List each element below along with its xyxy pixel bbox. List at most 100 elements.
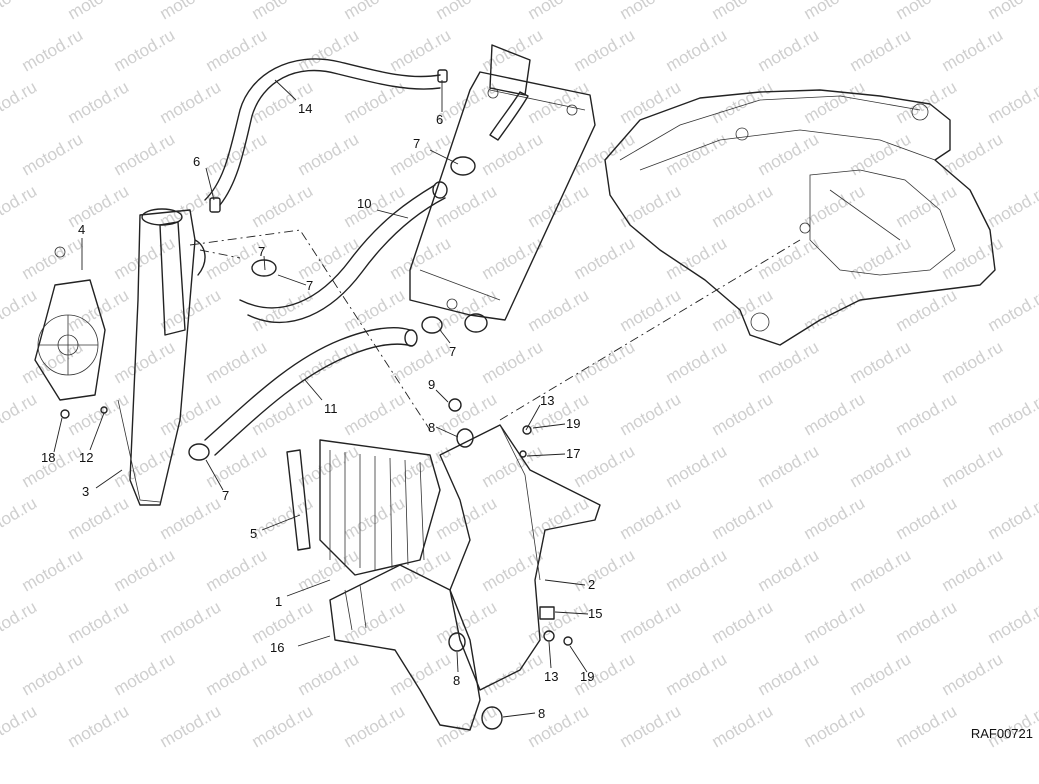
watermark-text: motod.ru — [847, 337, 915, 387]
watermark-text: motod.ru — [157, 493, 225, 543]
watermark-text: motod.ru — [663, 337, 731, 387]
watermark-text: motod.ru — [985, 389, 1039, 439]
callout-15: 15 — [588, 606, 602, 621]
callout-13b: 13 — [544, 669, 558, 684]
watermark-text: motod.ru — [19, 649, 87, 699]
watermark-text: motod.ru — [985, 0, 1039, 23]
watermark-text: motod.ru — [985, 597, 1039, 647]
watermark-text: motod.ru — [65, 597, 133, 647]
watermark-text: motod.ru — [893, 597, 961, 647]
watermark-text: motod.ru — [295, 545, 363, 595]
watermark-text: motod.ru — [893, 493, 961, 543]
watermark-text: motod.ru — [341, 77, 409, 127]
watermark-text: motod.ru — [0, 285, 40, 335]
watermark-text: motod.ru — [65, 285, 133, 335]
watermark-text: motod.ru — [801, 181, 869, 231]
watermark-text: motod.ru — [801, 0, 869, 23]
watermark-text: motod.ru — [433, 597, 501, 647]
watermark-text: motod.ru — [65, 493, 133, 543]
hose-14 — [205, 59, 440, 205]
callout-7d: 7 — [449, 344, 456, 359]
watermark-text: motod.ru — [525, 181, 593, 231]
callout-17: 17 — [566, 446, 580, 461]
watermark-text: motod.ru — [295, 25, 363, 75]
watermark-text: motod.ru — [709, 389, 777, 439]
watermark-text: motod.ru — [847, 545, 915, 595]
watermark-text: motod.ru — [801, 285, 869, 335]
watermark-text: motod.ru — [801, 493, 869, 543]
watermark-text: motod.ru — [939, 649, 1007, 699]
watermark-text: motod.ru — [571, 25, 639, 75]
watermark-text: motod.ru — [203, 441, 271, 491]
hose-11 — [205, 328, 417, 455]
watermark-text: motod.ru — [19, 25, 87, 75]
watermark-text: motod.ru — [709, 493, 777, 543]
watermark-text: motod.ru — [617, 493, 685, 543]
watermark-text: motod.ru — [0, 701, 40, 751]
watermark-text: motod.ru — [893, 701, 961, 751]
watermark-text: motod.ru — [801, 77, 869, 127]
watermark-text: motod.ru — [571, 337, 639, 387]
watermark-text: motod.ru — [387, 649, 455, 699]
watermark-text: motod.ru — [571, 545, 639, 595]
watermark-text: motod.ru — [755, 233, 823, 283]
watermark-text: motod.ru — [525, 597, 593, 647]
watermark-text: motod.ru — [387, 25, 455, 75]
watermark-text: motod.ru — [111, 25, 179, 75]
watermark-text: motod.ru — [847, 25, 915, 75]
callout-5: 4 — [78, 222, 85, 237]
watermark-text: motod.ru — [249, 389, 317, 439]
callout-12: 12 — [79, 450, 93, 465]
watermark-text: motod.ru — [65, 389, 133, 439]
watermark-text: motod.ru — [709, 285, 777, 335]
callout-10: 10 — [357, 196, 371, 211]
watermark-text: motod.ru — [893, 285, 961, 335]
watermark-text: motod.ru — [985, 77, 1039, 127]
watermark-text: motod.ru — [157, 701, 225, 751]
watermark-text: motod.ru — [617, 285, 685, 335]
watermark-text: motod.ru — [571, 233, 639, 283]
watermark-text: motod.ru — [617, 701, 685, 751]
callout-7b: 7 — [258, 244, 265, 259]
watermark-text: motod.ru — [663, 441, 731, 491]
watermark-text: motod.ru — [249, 701, 317, 751]
watermark-text: motod.ru — [387, 545, 455, 595]
callout-9: 9 — [428, 377, 435, 392]
callout-2: 2 — [588, 577, 595, 592]
watermark-text: motod.ru — [203, 129, 271, 179]
watermark-text: motod.ru — [341, 181, 409, 231]
watermark-text: motod.ru — [433, 701, 501, 751]
watermark-text: motod.ru — [0, 493, 40, 543]
watermark-text: motod.ru — [479, 337, 547, 387]
watermark-text: motod.ru — [663, 25, 731, 75]
watermark-text: motod.ru — [893, 389, 961, 439]
watermark-text: motod.ru — [663, 545, 731, 595]
watermark-text: motod.ru — [709, 77, 777, 127]
watermark-text: motod.ru — [111, 337, 179, 387]
watermark-text: motod.ru — [985, 285, 1039, 335]
watermark-text: motod.ru — [801, 597, 869, 647]
watermark-text: motod.ru — [755, 129, 823, 179]
watermark-text: motod.ru — [709, 181, 777, 231]
watermark-text: motod.ru — [525, 493, 593, 543]
watermark-text: motod.ru — [157, 77, 225, 127]
callout-8c: 8 — [538, 706, 545, 721]
watermark-text: motod.ru — [341, 0, 409, 23]
watermark-text: motod.ru — [479, 25, 547, 75]
watermark-text: motod.ru — [801, 701, 869, 751]
watermark-text: motod.ru — [203, 545, 271, 595]
watermark-text: motod.ru — [249, 0, 317, 23]
callout-6b: 6 — [436, 112, 443, 127]
watermark-text: motod.ru — [203, 649, 271, 699]
callout-7e: 7 — [222, 488, 229, 503]
watermark-text: motod.ru — [249, 181, 317, 231]
watermark-text: motod.ru — [111, 129, 179, 179]
watermark-text: motod.ru — [433, 181, 501, 231]
watermark-text: motod.ru — [65, 181, 133, 231]
watermark-text: motod.ru — [571, 441, 639, 491]
watermark-text: motod.ru — [433, 493, 501, 543]
watermark-text: motod.ru — [19, 233, 87, 283]
watermark-text: motod.ru — [847, 233, 915, 283]
